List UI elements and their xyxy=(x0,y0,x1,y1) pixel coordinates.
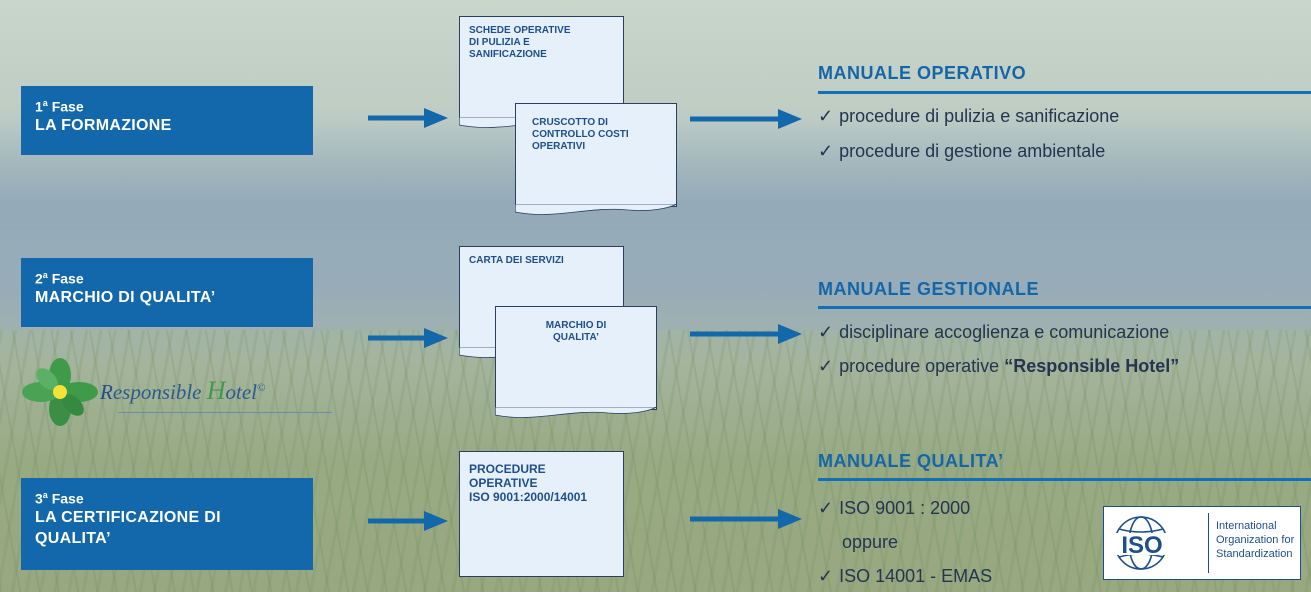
manual-gestionale-item-2: ✓procedure operative “Responsible Hotel” xyxy=(818,356,1180,376)
check-icon: ✓ xyxy=(818,322,834,342)
phase-3-number: 3a Fase xyxy=(35,490,84,507)
iso-divider xyxy=(1208,513,1209,573)
manual-qualita-rule xyxy=(818,478,1311,481)
arrow-docs-3-to-manual xyxy=(690,509,802,529)
arrow-phase-1-to-docs xyxy=(368,108,448,128)
phase-1-number: 1a Fase xyxy=(35,98,84,115)
phase-1-title: LA FORMAZIONE xyxy=(35,116,172,134)
iso-globe-icon: ISO xyxy=(1114,516,1170,570)
manual-qualita-item-oppure: oppure xyxy=(842,532,899,552)
manual-operativo-title: MANUALE OPERATIVO xyxy=(818,63,1027,83)
arrow-phase-2-to-docs xyxy=(368,328,448,348)
phase-2-title: MARCHIO DI QUALITA’ xyxy=(35,288,216,306)
phase-3-title-line-2: QUALITA’ xyxy=(35,529,111,547)
responsible-hotel-logo xyxy=(22,358,98,426)
manual-operativo-item-2: ✓procedure di gestione ambientale xyxy=(818,141,1106,161)
logo-underline xyxy=(118,412,332,413)
manual-gestionale-title: MANUALE GESTIONALE xyxy=(818,279,1040,299)
arrow-docs-2-to-manual xyxy=(690,324,802,344)
manual-operativo-rule xyxy=(818,91,1311,94)
manual-qualita-item-1: ✓ISO 9001 : 2000 xyxy=(818,498,971,518)
arrow-phase-3-to-docs xyxy=(368,511,448,531)
check-icon: ✓ xyxy=(818,498,834,518)
check-icon: ✓ xyxy=(818,106,834,126)
phase-2-number: 2a Fase xyxy=(35,270,84,287)
check-icon: ✓ xyxy=(818,356,834,376)
iso-mark-text: ISO xyxy=(1121,532,1162,559)
manual-operativo-item-1: ✓procedure di pulizia e sanificazione xyxy=(818,106,1120,126)
manual-qualita-title: MANUALE QUALITA’ xyxy=(818,451,1004,471)
arrow-docs-1-to-manual xyxy=(690,109,802,129)
manual-qualita-item-2: ✓ISO 14001 - EMAS xyxy=(818,566,993,586)
phase-3-box: 3a Fase LA CERTIFICAZIONE DI QUALITA’ xyxy=(21,478,313,570)
phase-2-box: 2a Fase MARCHIO DI QUALITA’ xyxy=(21,258,313,327)
phase-1-box: 1a Fase LA FORMAZIONE xyxy=(21,86,313,155)
check-icon: ✓ xyxy=(818,141,834,161)
phase-3-title-line-1: LA CERTIFICAZIONE DI xyxy=(35,508,221,526)
check-icon: ✓ xyxy=(818,566,834,586)
manual-gestionale-rule xyxy=(818,306,1311,309)
manual-gestionale-item-1: ✓disciplinare accoglienza e comunicazion… xyxy=(818,322,1170,342)
responsible-hotel-wordmark: Responsible Hotel© xyxy=(100,376,266,405)
